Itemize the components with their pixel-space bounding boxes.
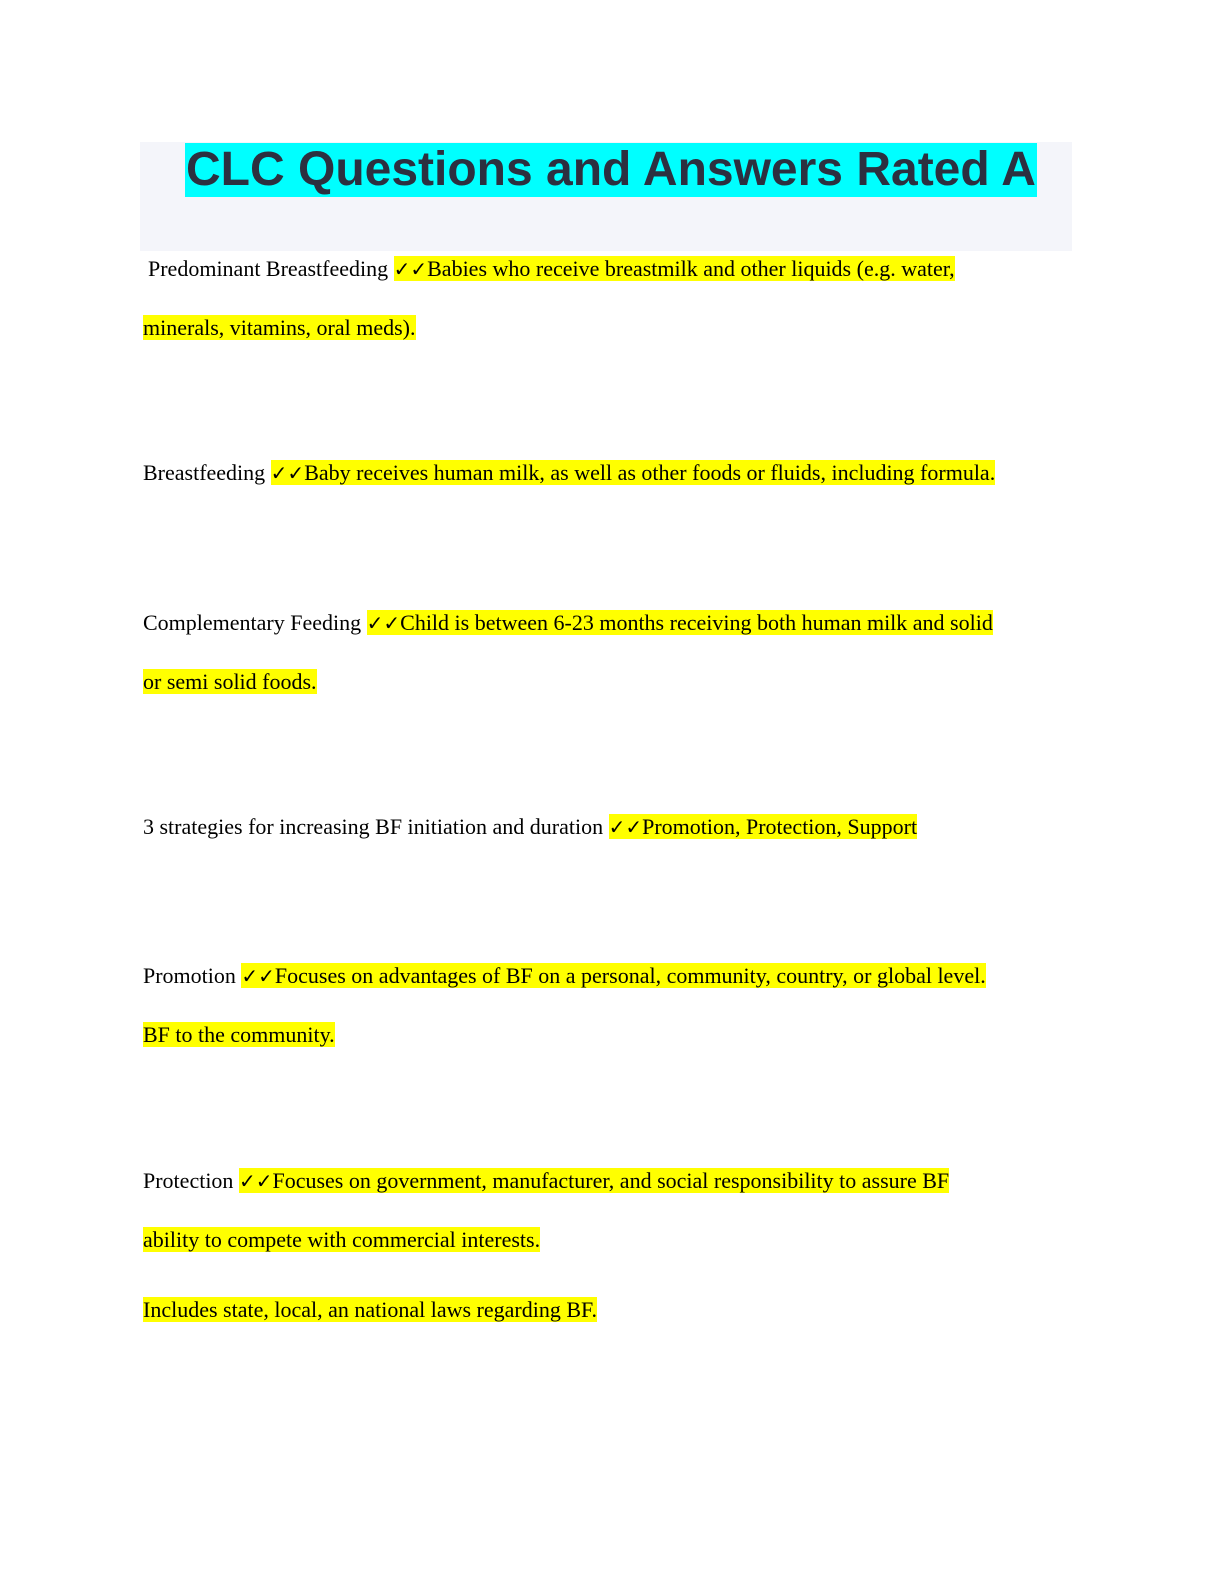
term: Complementary Feeding (143, 610, 362, 635)
term: 3 strategies for increasing BF initiatio… (143, 814, 604, 839)
double-check-icon: ✓✓ (393, 257, 428, 281)
answer: Baby receives human milk, as well as oth… (304, 460, 996, 485)
answer: Babies who receive breastmilk and other … (427, 256, 955, 281)
entry-breastfeeding: Breastfeeding ✓✓Baby receives human milk… (143, 458, 996, 488)
double-check-icon: ✓✓ (608, 815, 643, 839)
answer: or semi solid foods. (143, 669, 317, 694)
double-check-icon: ✓✓ (241, 964, 275, 988)
term: Promotion (143, 963, 236, 988)
term: Breastfeeding (143, 460, 266, 485)
answer: Promotion, Protection, Support (642, 814, 918, 839)
answer: Child is between 6-23 months receiving b… (400, 610, 993, 635)
entry-promotion-cont: BF to the community. (143, 1020, 335, 1050)
double-check-icon: ✓✓ (238, 1169, 273, 1193)
double-check-icon: ✓✓ (366, 611, 401, 635)
answer: Focuses on advantages of BF on a persona… (274, 963, 986, 988)
term: Predominant Breastfeeding (148, 256, 389, 281)
answer: BF to the community. (143, 1022, 335, 1047)
entry-protection-cont: ability to compete with commercial inter… (143, 1225, 541, 1255)
answer: Includes state, local, an national laws … (143, 1297, 597, 1322)
entry-protection: Protection ✓✓Focuses on government, manu… (143, 1166, 950, 1196)
entry-promotion: Promotion ✓✓Focuses on advantages of BF … (143, 961, 986, 991)
entry-complementary-feeding-cont: or semi solid foods. (143, 667, 317, 697)
entry-predominant-breastfeeding-cont: minerals, vitamins, oral meds). (143, 313, 416, 343)
entry-predominant-breastfeeding: Predominant Breastfeeding ✓✓Babies who r… (148, 254, 955, 284)
term: Protection (143, 1168, 234, 1193)
double-check-icon: ✓✓ (270, 461, 305, 485)
entry-protection-laws: Includes state, local, an national laws … (143, 1295, 597, 1325)
answer: Focuses on government, manufacturer, and… (272, 1168, 950, 1193)
entry-complementary-feeding: Complementary Feeding ✓✓Child is between… (143, 608, 993, 638)
answer: ability to compete with commercial inter… (143, 1227, 541, 1252)
answer: minerals, vitamins, oral meds). (143, 315, 416, 340)
entry-strategies: 3 strategies for increasing BF initiatio… (143, 812, 918, 842)
document-title: CLC Questions and Answers Rated A (185, 143, 1037, 197)
